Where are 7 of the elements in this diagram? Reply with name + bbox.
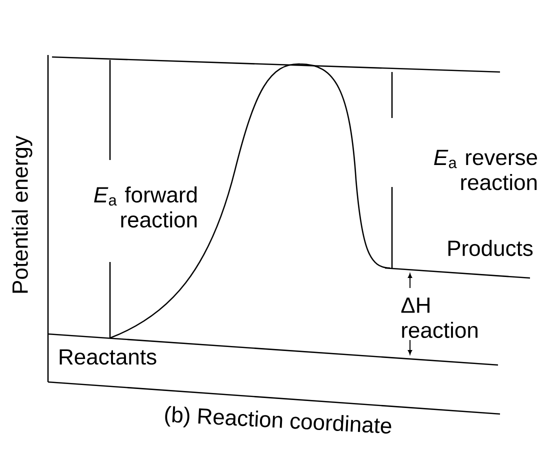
text-label: Reactants [60, 349, 156, 365]
text-label: Products [448, 240, 533, 256]
caption: (b) Reaction coordinate [165, 406, 392, 434]
text-label: E$_{a}$ reverse reaction [434, 150, 538, 190]
text-label: ΔH reaction [401, 298, 478, 338]
axis-label: Potential energy [12, 136, 32, 293]
text-label: E$_{a}$ forward reaction [94, 186, 197, 228]
